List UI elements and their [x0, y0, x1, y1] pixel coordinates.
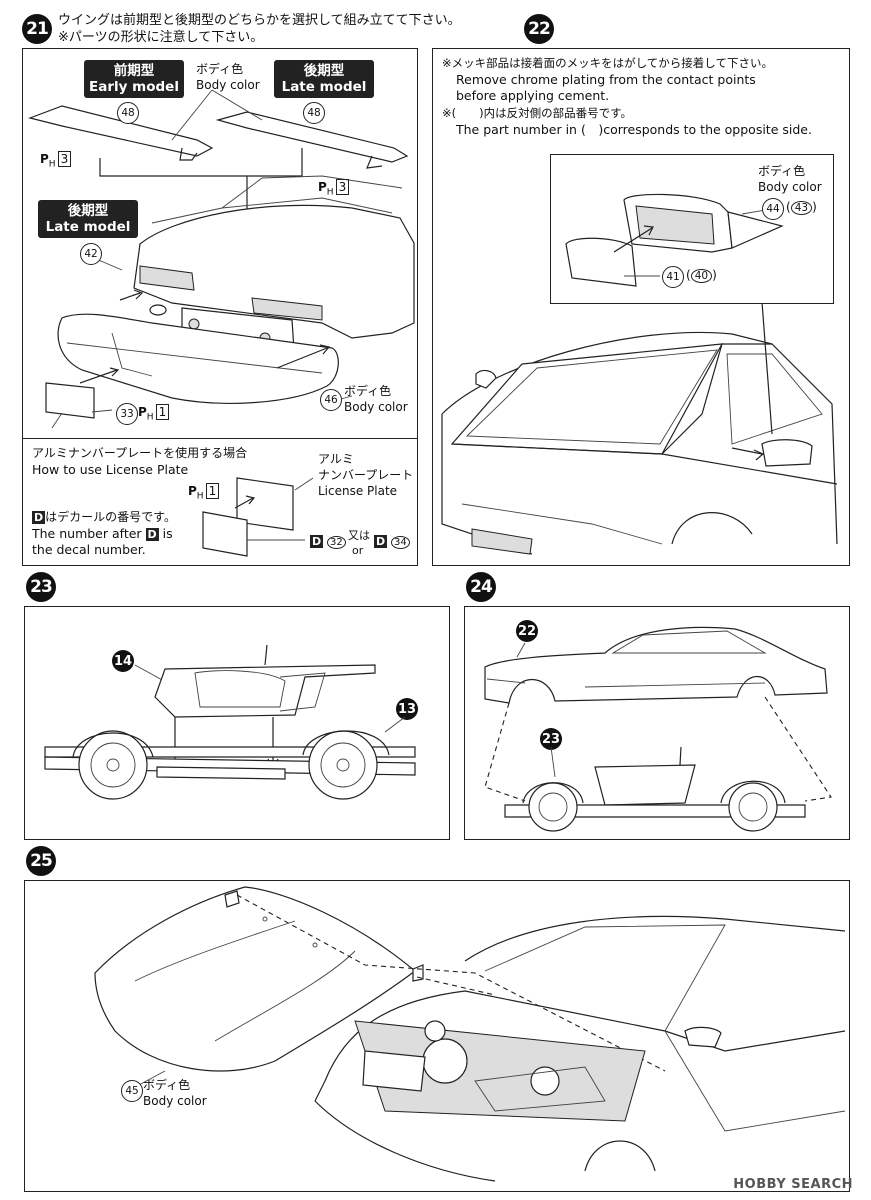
decal-numbers: D 32: [310, 534, 346, 550]
late-model-badge-2: 後期型 Late model: [38, 200, 138, 238]
part-41: 41: [662, 266, 684, 288]
part-13: 13: [396, 698, 418, 720]
hood-body-color-jp: ボディ色: [143, 1078, 191, 1092]
runner-num: 1: [205, 483, 220, 499]
runner-letter: P: [318, 180, 327, 194]
decal-note-en-3: the decal number.: [32, 542, 146, 557]
mirror-body-color-en: Body color: [758, 180, 822, 194]
step-22-panel: [432, 48, 850, 566]
part-42: 42: [80, 243, 102, 265]
decal-d-box-4: D: [374, 535, 388, 548]
decal-d-box: D: [32, 511, 46, 524]
part-33: 33: [116, 403, 138, 425]
decal-numbers-2: D 34: [374, 534, 410, 550]
part-40: 40: [690, 269, 713, 283]
decal-note-en-2: is: [162, 526, 173, 541]
watermark: HOBBY SEARCH: [733, 1177, 853, 1192]
runner-num: 3: [57, 151, 72, 167]
mirror-body-color-jp: ボディ色: [758, 164, 806, 178]
step-21-number: 21: [22, 14, 52, 44]
late-model-jp: 後期型: [303, 63, 345, 79]
step-21-wing-and-rear-drawing: [27, 89, 415, 429]
body-color-label-jp: ボディ色: [196, 62, 244, 76]
decal-note-jp-text: はデカールの番号です。: [45, 510, 176, 524]
body-color-2-jp: ボディ色: [344, 384, 392, 398]
part-43-paren: (43): [786, 200, 817, 215]
late-model-2-en: Late model: [45, 219, 131, 235]
decal-d-box-3: D: [310, 535, 324, 548]
early-model-badge: 前期型 Early model: [84, 60, 184, 98]
runner-num: 1: [155, 404, 170, 420]
decal-note-en: The number after D is: [32, 526, 173, 541]
step-22-number: 22: [524, 14, 554, 44]
step-23-chassis-drawing: [44, 644, 416, 800]
body-color-2-en: Body color: [344, 400, 408, 414]
or-jp: 又は: [348, 529, 370, 542]
runner-sub: H: [48, 159, 56, 170]
step-22-note1-en2: before applying cement.: [456, 88, 610, 103]
part-40-paren: (40): [686, 268, 717, 283]
runner-num: 3: [335, 179, 350, 195]
decal-32: 32: [326, 536, 346, 549]
part-23: 23: [540, 728, 562, 750]
step-22-note2-en: The part number in ( )corresponds to the…: [456, 122, 812, 137]
step-23-number: 23: [26, 572, 56, 602]
runner-letter: P: [188, 484, 197, 498]
step-22-note1-jp: ※メッキ部品は接着面のメッキをはがしてから接着して下さい。: [442, 56, 773, 70]
step-22-note1-en1: Remove chrome plating from the contact p…: [456, 72, 756, 87]
part-43: 43: [790, 201, 813, 215]
step-21-divider: [22, 438, 418, 439]
early-model-jp: 前期型: [113, 63, 155, 79]
license-note-en: How to use License Plate: [32, 462, 189, 477]
mirror-detail-drawing: [565, 193, 784, 287]
early-model-en: Early model: [89, 79, 179, 95]
step-22-car-drawing: [441, 304, 838, 555]
part-48-early: 48: [117, 102, 139, 124]
step-24-number: 24: [466, 572, 496, 602]
runner-letter: P: [138, 405, 147, 419]
body-color-label-en: Body color: [196, 78, 260, 92]
step-25-hood-engine-drawing: [94, 886, 846, 1182]
part-45: 45: [121, 1080, 143, 1102]
late-model-en: Late model: [281, 79, 367, 95]
part-22: 22: [516, 620, 538, 642]
step-21-caution: ※パーツの形状に注意して下さい。: [58, 30, 264, 45]
runner-sub: H: [196, 491, 204, 502]
alumi-label-jp1: アルミ: [318, 452, 354, 466]
alumi-label-jp2: ナンバープレート: [318, 468, 414, 482]
step-23-panel: [24, 606, 450, 840]
step-24-body-chassis-drawing: [484, 626, 832, 832]
part-48-late: 48: [303, 102, 325, 124]
step-21-instruction: ウイングは前期型と後期型のどちらかを選択して組み立てて下さい。: [58, 13, 461, 28]
part-44: 44: [762, 198, 784, 220]
part-46: 46: [320, 389, 342, 411]
late-model-2-jp: 後期型: [67, 203, 109, 219]
hood-body-color-en: Body color: [143, 1094, 207, 1108]
runner-sub: H: [326, 187, 334, 198]
decal-d-box-2: D: [145, 528, 159, 541]
license-note-jp: アルミナンバープレートを使用する場合: [32, 446, 248, 460]
step-22-note2-jp: ※( )内は反対側の部品番号です。: [442, 106, 632, 120]
runner-sub: H: [146, 412, 154, 423]
decal-note-en-1: The number after: [32, 526, 142, 541]
step-25-number: 25: [26, 846, 56, 876]
decal-34: 34: [390, 536, 410, 549]
alumi-label-en: License Plate: [318, 484, 398, 498]
late-model-badge: 後期型 Late model: [274, 60, 374, 98]
license-plate-drawing: [202, 477, 314, 557]
runner-letter: P: [40, 152, 49, 166]
part-14: 14: [112, 650, 134, 672]
or-en: or: [352, 544, 364, 557]
